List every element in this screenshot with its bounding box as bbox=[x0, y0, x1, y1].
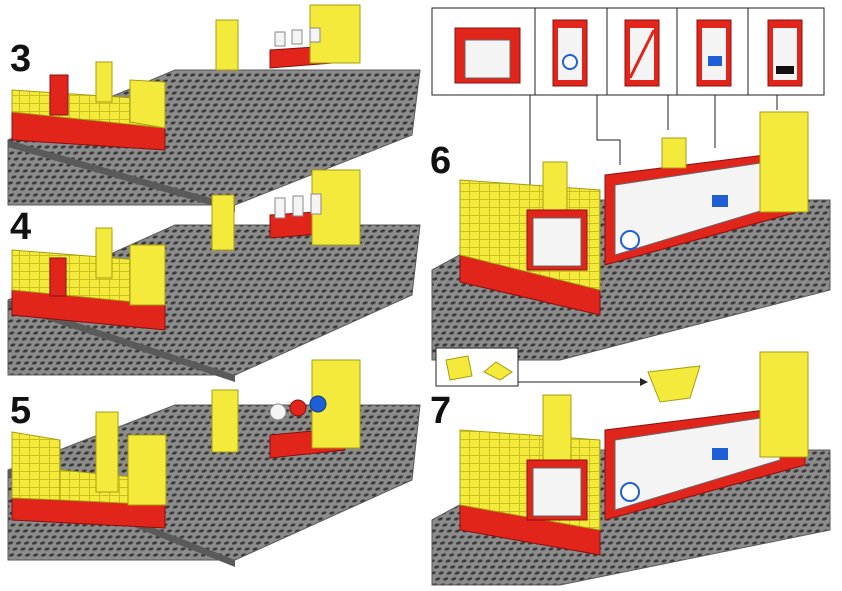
yellow-pillar bbox=[661, 137, 687, 169]
window-panel-part bbox=[696, 19, 732, 87]
yellow-corner bbox=[759, 111, 809, 213]
yellow-slope-roof bbox=[647, 365, 701, 403]
yellow-pillar bbox=[211, 194, 235, 251]
yellow-slope-brick bbox=[483, 361, 513, 381]
step-number-7: 7 bbox=[430, 390, 452, 432]
yellow-pillar-side bbox=[129, 244, 166, 306]
yellow-pillar bbox=[95, 411, 119, 493]
yellow-pillar bbox=[95, 227, 113, 279]
door-panel-part bbox=[624, 19, 660, 87]
step-6-model bbox=[431, 111, 831, 361]
step-6-callout-panels bbox=[431, 7, 825, 210]
yellow-pillar bbox=[215, 19, 239, 71]
baseplate-edge bbox=[8, 140, 235, 212]
window-panel-part bbox=[454, 27, 521, 84]
red-door-frame bbox=[49, 257, 67, 297]
yellow-pillar bbox=[211, 389, 239, 453]
yellow-pillar bbox=[95, 61, 113, 103]
step-number-6: 6 bbox=[430, 140, 452, 182]
step-4-model bbox=[7, 169, 421, 382]
white-panels bbox=[614, 414, 781, 511]
step-7-model bbox=[431, 351, 831, 586]
red-door-frame bbox=[49, 74, 69, 116]
yellow-pillar bbox=[542, 394, 572, 466]
yellow-corner bbox=[759, 351, 809, 458]
step-number-5: 5 bbox=[10, 390, 32, 432]
step-number-3: 3 bbox=[10, 38, 32, 80]
lamp-bricks bbox=[274, 193, 322, 219]
yellow-wall-side bbox=[129, 79, 166, 129]
lamp-bricks bbox=[274, 27, 321, 47]
step-7-callout bbox=[435, 347, 648, 387]
step-5-model bbox=[7, 359, 421, 567]
yellow-pillar bbox=[542, 161, 568, 213]
step-number-4: 4 bbox=[10, 206, 32, 248]
lamp-bricks bbox=[269, 395, 327, 421]
door-panel-part bbox=[552, 19, 588, 87]
yellow-slope-brick bbox=[445, 355, 473, 381]
yellow-pillar-side bbox=[127, 434, 167, 506]
yellow-wall bbox=[11, 431, 61, 501]
window-panel-part bbox=[767, 19, 803, 87]
